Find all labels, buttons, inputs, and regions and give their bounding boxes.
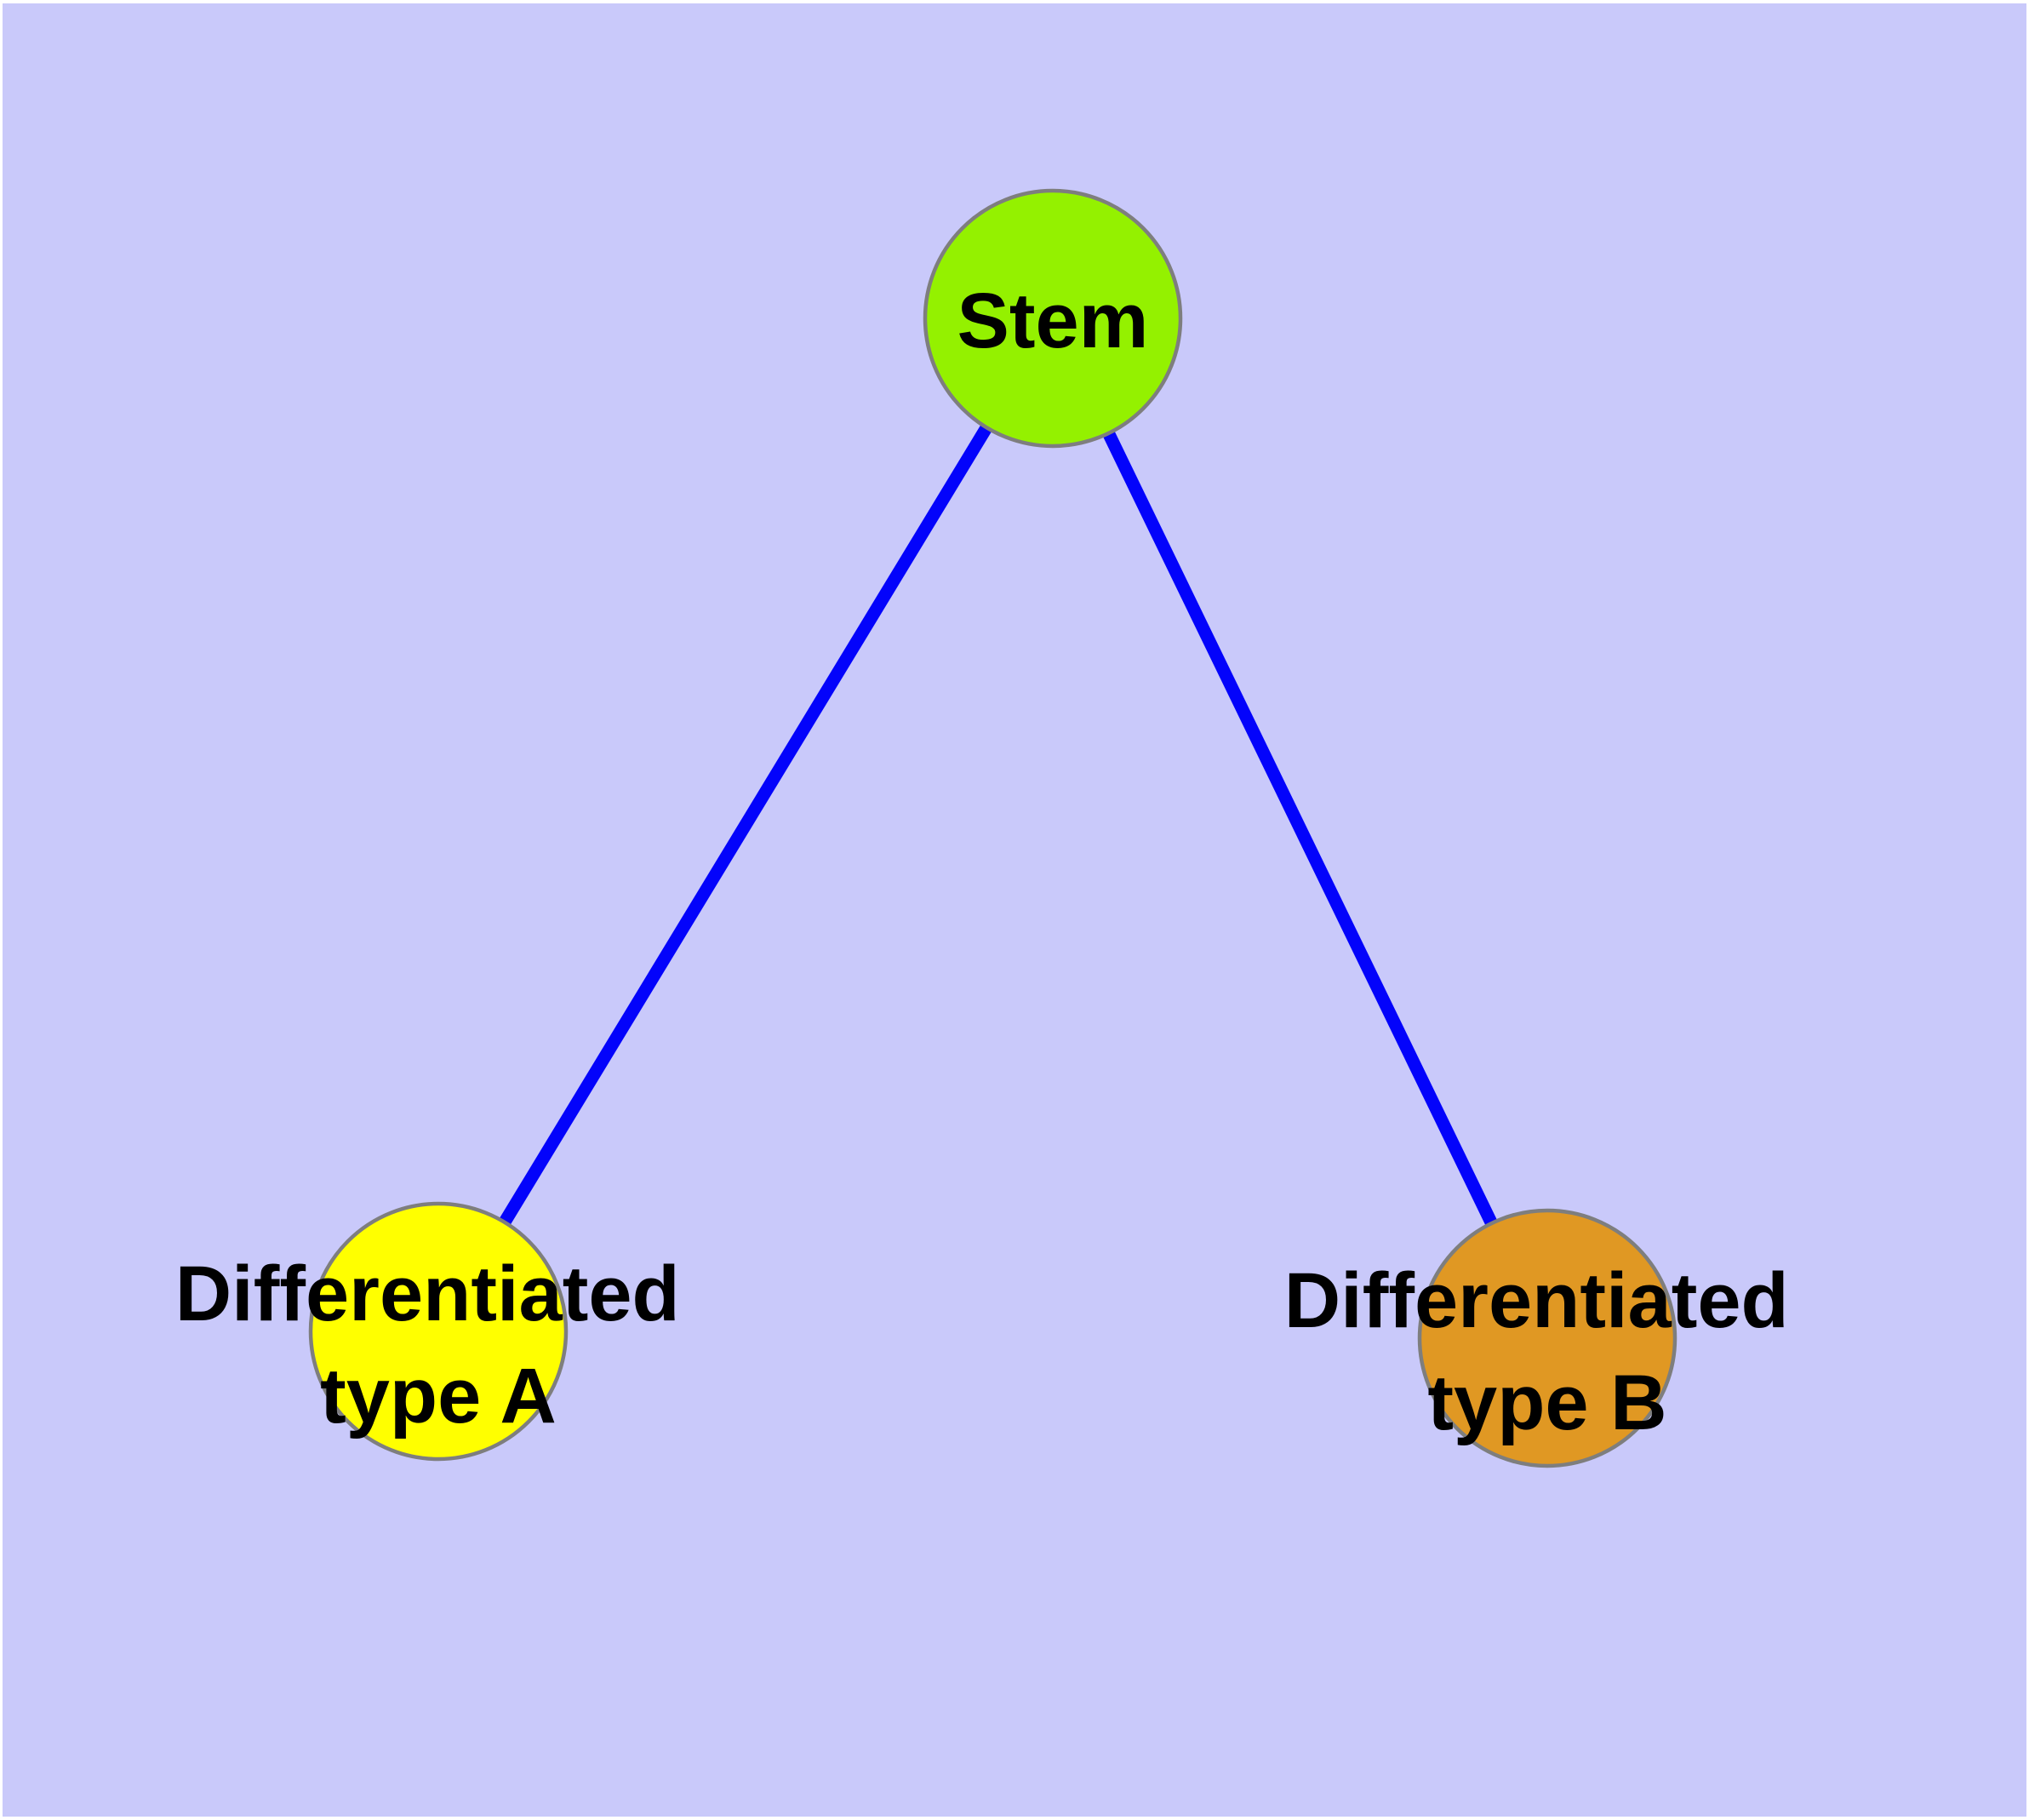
- type-b-label-line-1: Differentiated: [1284, 1257, 1789, 1344]
- type-a-label-line-1: Differentiated: [175, 1251, 680, 1337]
- type-b-node-circle: [1417, 1208, 1677, 1468]
- node-differentiated-type-a: Differentiated type A: [175, 1201, 702, 1462]
- stem-node-circle: [923, 188, 1183, 449]
- stem-node-label: Stem: [957, 278, 1149, 364]
- type-b-label-line-2: type B: [1427, 1359, 1666, 1446]
- edge-stem-to-type-b: [1047, 315, 1553, 1342]
- type-a-node-circle: [308, 1201, 569, 1462]
- type-b-node-label: Differentiated type B: [1284, 1257, 1811, 1446]
- type-a-label-line-2: type A: [320, 1353, 557, 1439]
- node-stem: Stem: [923, 188, 1183, 449]
- type-a-node-label: Differentiated type A: [175, 1251, 702, 1439]
- node-differentiated-type-b: Differentiated type B: [1284, 1208, 1811, 1468]
- stem-label-line-1: Stem: [957, 278, 1149, 364]
- edge-stem-to-type-a: [432, 315, 1059, 1335]
